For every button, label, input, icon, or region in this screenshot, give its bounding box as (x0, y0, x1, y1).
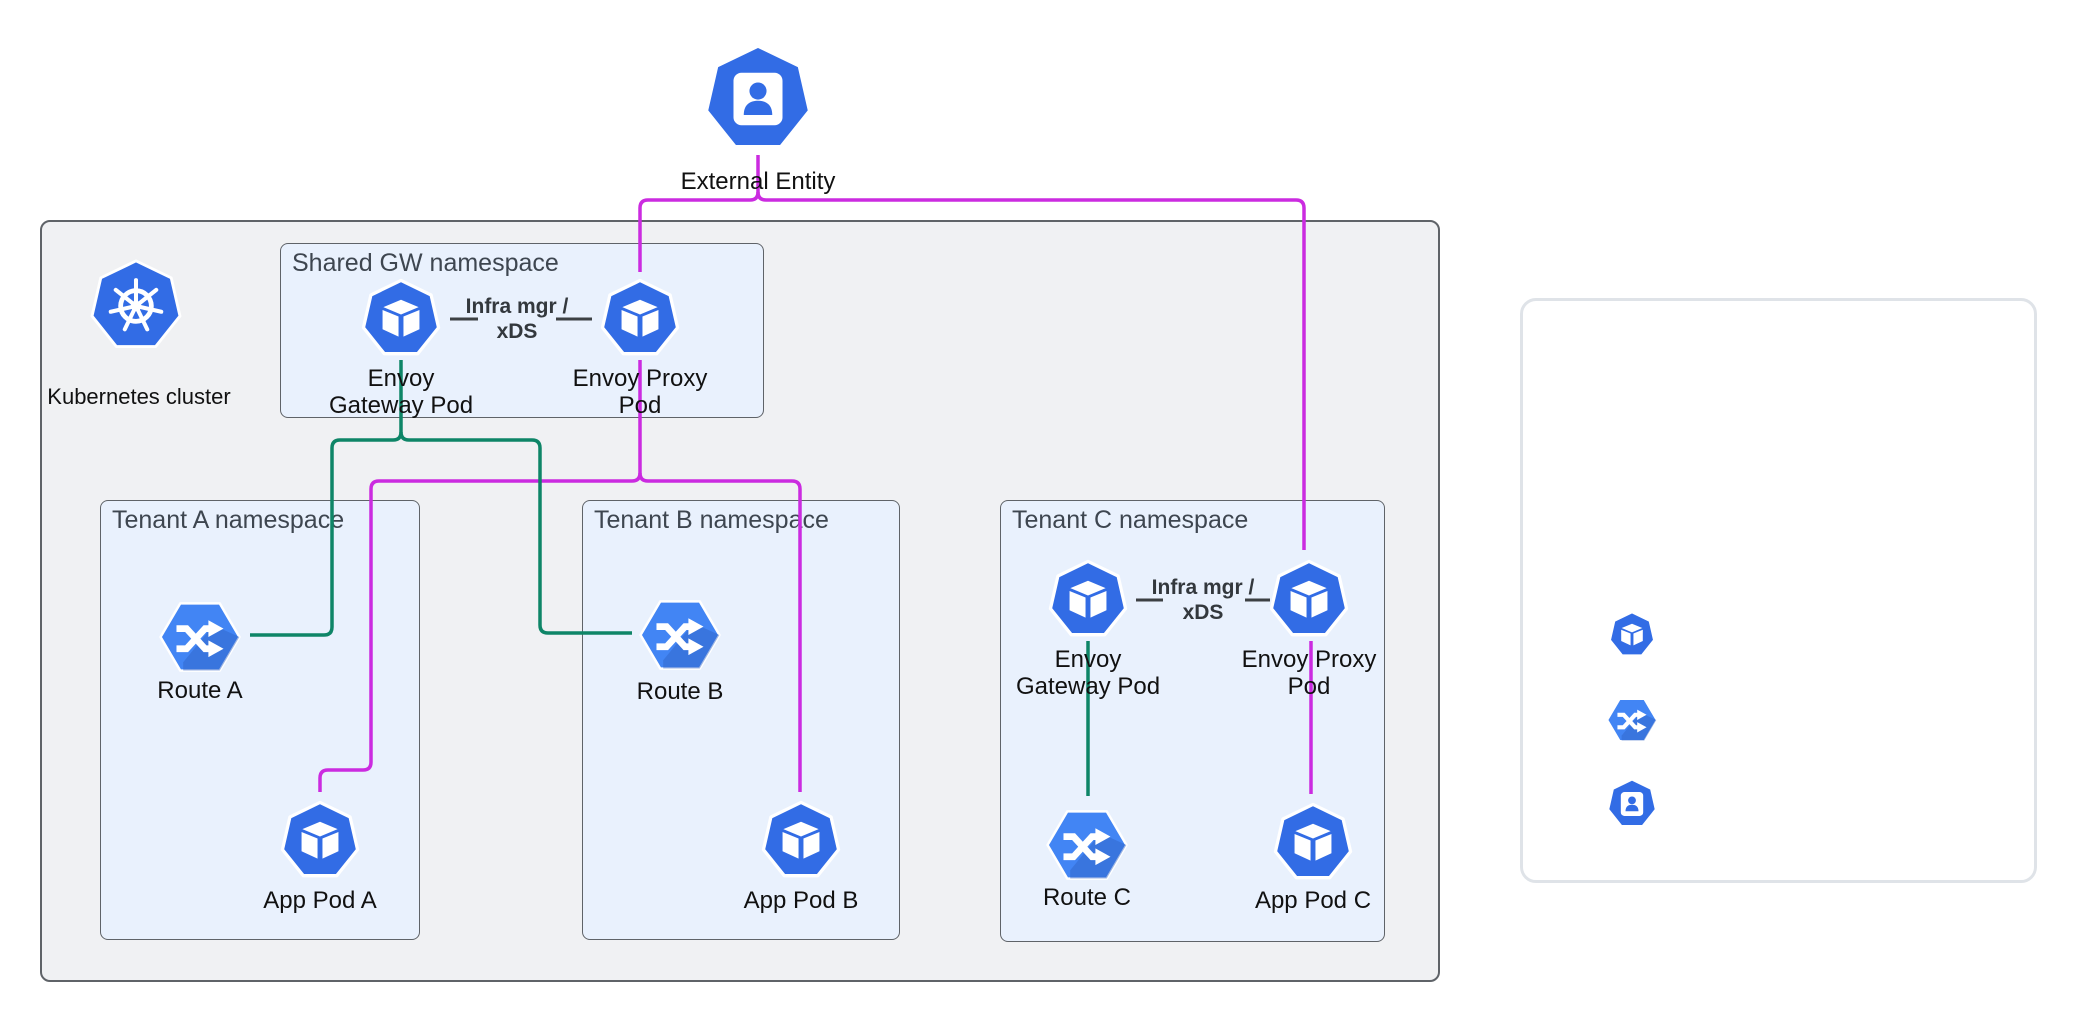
tenant-c-envoy-proxy-pod-icon (1268, 559, 1350, 641)
legend-route-icon (1606, 697, 1658, 743)
app-pod-c-icon (1272, 802, 1354, 884)
shared-envoy-proxy-pod-label: Envoy Proxy Pod (572, 365, 708, 419)
route-a-label: Route A (157, 677, 243, 704)
tenant-c-envoy-gateway-pod-icon (1047, 559, 1129, 641)
shared-gw-namespace-title: Shared GW namespace (292, 249, 559, 277)
route-c-label: Route C (1042, 884, 1132, 911)
tenant-c-envoy-gateway-pod-label: Envoy Gateway Pod (1015, 646, 1161, 700)
app-pod-a-icon (279, 800, 361, 882)
kubernetes-logo-icon (88, 258, 184, 354)
legend-external-entity-icon (1606, 778, 1658, 830)
app-pod-b-icon (760, 800, 842, 882)
route-b-label: Route B (636, 678, 724, 705)
tenant-b-namespace-box (582, 500, 900, 940)
route-a-icon (158, 600, 242, 674)
shared-infra-xds-label: Infra mgr / xDS (465, 295, 569, 343)
tenant-c-namespace-title: Tenant C namespace (1012, 506, 1249, 534)
tenant-a-namespace-box (100, 500, 420, 940)
tenant-c-infra-xds-label: Infra mgr / xDS (1151, 576, 1255, 624)
tenant-b-namespace-title: Tenant B namespace (594, 506, 829, 534)
tenant-c-envoy-proxy-pod-label: Envoy Proxy Pod (1241, 646, 1377, 700)
shared-envoy-proxy-pod-icon (599, 278, 681, 360)
external-entity-label: External Entity (680, 168, 836, 195)
tenant-a-namespace-title: Tenant A namespace (112, 506, 345, 534)
shared-envoy-gateway-pod-label: Envoy Gateway Pod (328, 365, 474, 419)
external-entity-icon (701, 42, 815, 156)
route-c-icon (1045, 808, 1129, 882)
kubernetes-cluster-label: Kubernetes cluster (47, 384, 231, 409)
route-b-icon (638, 598, 722, 672)
app-pod-b-label: App Pod B (743, 887, 859, 914)
app-pod-a-label: App Pod A (263, 887, 377, 914)
diagram-key-panel (1520, 298, 2037, 883)
app-pod-c-label: App Pod C (1254, 887, 1372, 914)
shared-envoy-gateway-pod-icon (360, 278, 442, 360)
legend-k8s-pod-icon (1608, 611, 1656, 659)
